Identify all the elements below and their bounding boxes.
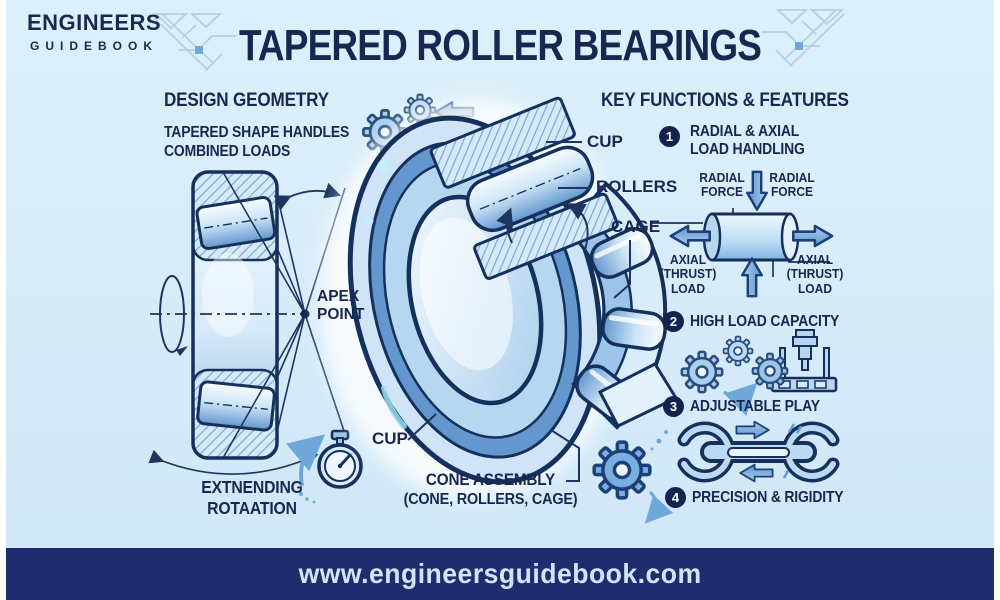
gear-icon-bottom — [592, 430, 674, 524]
press-machine-icon — [751, 329, 838, 393]
axial-load-right-label: AXIAL (THRUST) LOAD — [786, 252, 844, 296]
cage-label: CAGE — [611, 217, 661, 236]
wrench-icon — [677, 420, 840, 483]
brand-name: ENGINEERS — [27, 10, 162, 35]
apex-point-label: APEX POINT — [317, 288, 365, 323]
rotation-caption: EXTNENDING ROTAATION — [201, 477, 303, 518]
left-edge-border — [0, 0, 6, 600]
radial-force-right-label: RADIAL FORCE — [769, 170, 815, 200]
feature-3-badge: 3 — [663, 396, 684, 417]
axial-load-left-label: AXIAL (THRUST) LOAD — [659, 252, 717, 296]
right-edge-border — [994, 0, 1000, 600]
callout-leaders — [407, 141, 631, 482]
feature-4-label: PRECISION & RIGIDITY — [692, 489, 844, 506]
stopwatch-icon — [286, 429, 363, 504]
rollers-label: ROLLERS — [596, 177, 678, 196]
key-functions-heading: KEY FUNCTIONS & FEATURES — [601, 90, 849, 111]
brand-tagline: GUIDEBOOK — [30, 39, 159, 53]
feature-4-badge: 4 — [665, 487, 686, 508]
cup-top-label: CUP — [587, 132, 623, 151]
apex-fan-lines — [222, 171, 348, 459]
cup-bottom-label: CUP — [372, 429, 408, 448]
radial-force-left-label: RADIAL FORCE — [699, 170, 745, 200]
website-url: www.engineersguidebook.com — [298, 558, 702, 589]
bearing-3d-illustration — [320, 96, 679, 500]
cone-assembly-label: CONE ASSEMBLY (CONE, ROLLERS, CAGE) — [403, 470, 578, 509]
rotation-arrow-icon — [159, 275, 188, 356]
page-title: TAPERED ROLLER BEARINGS — [238, 21, 762, 70]
force-diagram — [650, 170, 834, 298]
design-geometry-heading: DESIGN GEOMETRY — [164, 90, 329, 111]
cone-segment — [564, 181, 679, 430]
apex-point-dot — [300, 309, 310, 319]
subheading-line2: COMBINED LOADS — [164, 142, 291, 160]
feature-2-badge: 2 — [663, 311, 684, 332]
cross-section-diagram — [148, 170, 348, 475]
feature-3-label: ADJUSTABLE PLAY — [690, 398, 820, 415]
footer-banner: www.engineersguidebook.com — [0, 548, 1000, 600]
feature-1-label: RADIAL & AXIAL LOAD HANDLING — [690, 123, 805, 158]
feature-2-label: HIGH LOAD CAPACITY — [690, 313, 840, 330]
feature-1-badge: 1 — [659, 126, 680, 147]
gears-icon-feature2 — [680, 335, 758, 416]
subheading-line1: TAPERED SHAPE HANDLES — [164, 124, 350, 141]
design-geometry-subheading: TAPERED SHAPE HANDLES COMBINED LOADS — [164, 124, 349, 161]
